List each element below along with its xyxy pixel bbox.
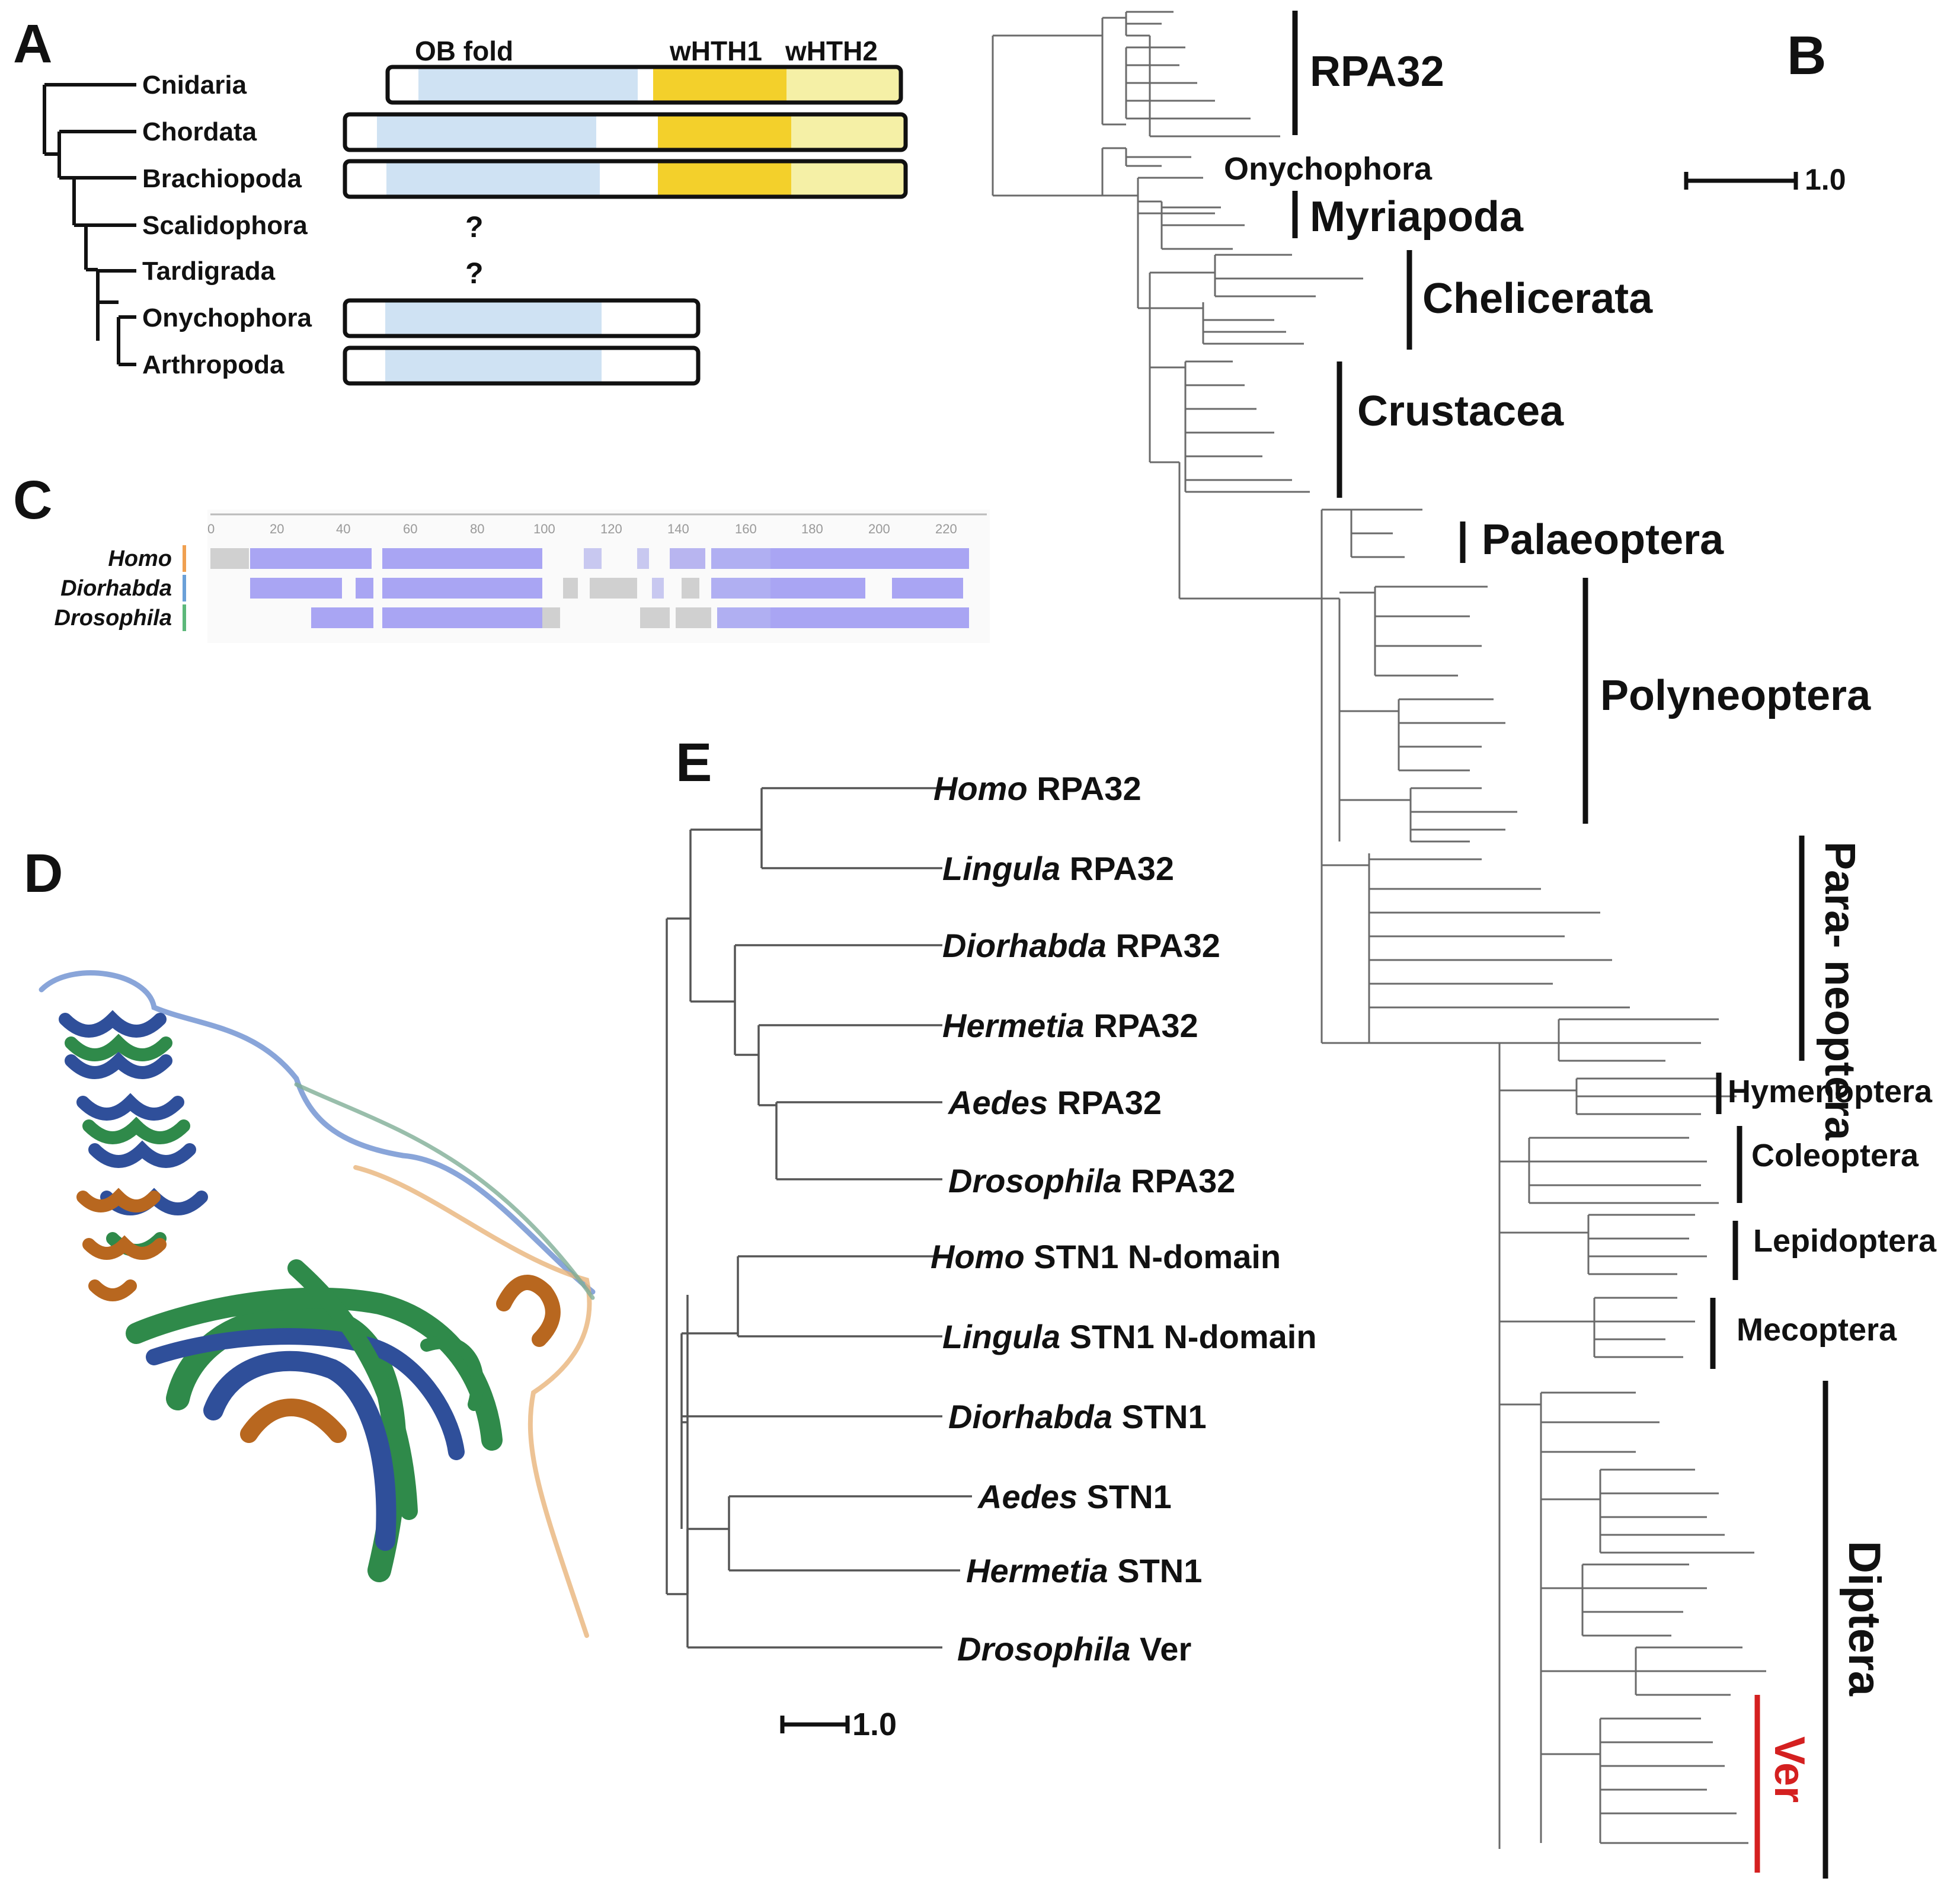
panel-d-letter: D: [24, 843, 63, 904]
taxon-label: Cnidaria: [142, 71, 247, 100]
taxon-label: Arthropoda: [142, 350, 284, 379]
species-label: Homo: [108, 546, 172, 571]
whth2-label: wHTH2: [785, 36, 878, 66]
ruler-tick-label: 80: [470, 521, 484, 536]
alignment-ticks: 0 20 40 60 80 100 120 140 160 180 200 22…: [207, 521, 957, 536]
panel-b-letter: B: [1787, 25, 1826, 86]
species-color-tag: [183, 604, 186, 631]
panel-d: D: [24, 843, 596, 1638]
panel-b-tree: [992, 11, 1766, 1849]
panel-e-tree: [666, 787, 972, 1649]
ruler-tick-label: 180: [801, 521, 823, 536]
clade-chelicerata: Chelicerata: [1422, 275, 1653, 322]
clade-rpa32: RPA32: [1310, 48, 1444, 95]
clade-myriapoda: Myriapoda: [1310, 193, 1524, 241]
domain-box-chordata: [343, 112, 908, 152]
leaf-aedes-rpa32: Aedes RPA32: [947, 1084, 1162, 1121]
clade-hymenoptera: Hymenoptera: [1728, 1074, 1933, 1109]
leaf-hermetia-rpa32: Hermetia RPA32: [942, 1007, 1198, 1044]
taxon-label: Onychophora: [142, 303, 312, 332]
leaf-diorhabda-rpa32: Diorhabda RPA32: [942, 927, 1220, 964]
domain-box-arthropoda: [343, 345, 701, 386]
taxon-label: Scalidophora: [142, 211, 308, 240]
unknown-mark: ?: [465, 257, 484, 290]
clade-coleoptera: Coleoptera: [1751, 1138, 1919, 1173]
ruler-tick-label: 100: [533, 521, 555, 536]
panel-b: B 1.0: [992, 11, 1937, 1879]
ruler-tick-label: 120: [600, 521, 622, 536]
leaf-drosophila-ver: Drosophila Ver: [957, 1630, 1191, 1668]
ruler-tick-label: 140: [667, 521, 689, 536]
ob-fold-label: OB fold: [415, 36, 513, 66]
ruler-tick-label: 220: [935, 521, 957, 536]
alignment-row-drosophila: [311, 607, 969, 628]
clade-onychophora: Onychophora: [1224, 151, 1433, 187]
panel-b-clade-labels: RPA32 Onychophora Myriapoda Chelicerata …: [1224, 11, 1937, 1879]
leaf-homo-stn1: Homo STN1 N-domain: [931, 1238, 1281, 1275]
clade-crustacea: Crustacea: [1357, 388, 1564, 435]
leaf-diorhabda-stn1: Diorhabda STN1: [948, 1398, 1207, 1435]
panel-e-letter: E: [676, 732, 712, 793]
leaf-lingula-stn1: Lingula STN1 N-domain: [942, 1318, 1317, 1355]
panel-c-letter: C: [13, 470, 52, 530]
domain-box-brachiopoda: [343, 159, 908, 199]
domain-box-onychophora: [343, 298, 701, 338]
leaf-aedes-stn1: Aedes STN1: [977, 1478, 1172, 1515]
panel-b-scale-label: 1.0: [1805, 163, 1846, 196]
panel-e-scale-label: 1.0: [852, 1707, 897, 1742]
clade-mecoptera: Mecoptera: [1737, 1312, 1897, 1348]
panel-a-letter: A: [13, 14, 52, 74]
ruler-tick-label: 40: [336, 521, 350, 536]
clade-paraneoptera: Para- neoptera: [1816, 841, 1863, 1141]
clade-lepidoptera: Lepidoptera: [1753, 1223, 1937, 1259]
ruler-tick-label: 20: [270, 521, 284, 536]
panel-e: E Homo RPA32 Lingula RPA32 Diorhabda RPA…: [666, 732, 1317, 1742]
panel-a: A OB fold wHTH1 wHTH2 Cnidaria Chordata …: [13, 14, 908, 386]
ruler-tick-label: 200: [868, 521, 890, 536]
alignment-row-diorhabda: [250, 578, 963, 599]
taxon-label: Brachiopoda: [142, 164, 302, 193]
leaf-lingula-rpa32: Lingula RPA32: [942, 850, 1174, 887]
domain-box-cnidaria: [385, 65, 903, 105]
leaf-hermetia-stn1: Hermetia STN1: [966, 1552, 1202, 1589]
panel-b-scale-bar: [1684, 172, 1798, 190]
panel-e-scale-bar: [780, 1716, 850, 1733]
ruler-tick-label: 0: [207, 521, 215, 536]
panel-e-leaves: Homo RPA32 Lingula RPA32 Diorhabda RPA32…: [931, 770, 1317, 1668]
whth1-label: wHTH1: [669, 36, 762, 66]
taxon-label: Chordata: [142, 117, 257, 146]
panel-c: C 0 20 40 60 80 100 120 140 160 180 200 …: [13, 470, 990, 643]
clade-diptera: Diptera: [1839, 1541, 1889, 1697]
protein-structure-image: [39, 970, 596, 1638]
unknown-mark: ?: [465, 210, 484, 244]
leaf-homo-rpa32: Homo RPA32: [933, 770, 1142, 807]
panel-a-cladogram: [43, 83, 136, 366]
species-label: Drosophila: [55, 606, 172, 631]
ruler-tick-label: 160: [735, 521, 757, 536]
species-label: Diorhabda: [60, 576, 172, 601]
taxon-label: Tardigrada: [142, 257, 276, 286]
ruler-tick-label: 60: [403, 521, 417, 536]
clade-palaeoptera: Palaeoptera: [1482, 516, 1724, 564]
clade-ver: Ver: [1766, 1736, 1813, 1803]
clade-polyneoptera: Polyneoptera: [1600, 672, 1871, 719]
species-color-tag: [183, 575, 186, 601]
alignment-row-homo: [210, 548, 969, 569]
leaf-drosophila-rpa32: Drosophila RPA32: [948, 1162, 1235, 1199]
species-color-tag: [183, 545, 186, 572]
